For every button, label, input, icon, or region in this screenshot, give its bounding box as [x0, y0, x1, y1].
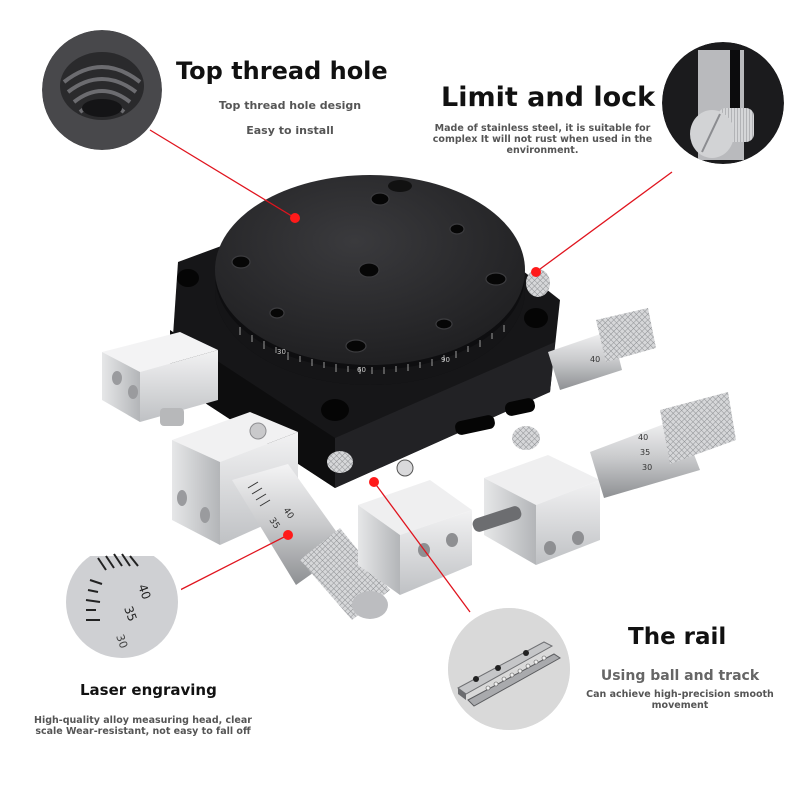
rotary-scale-label-30: 30	[277, 348, 286, 356]
callout-pointers	[149, 129, 673, 613]
right-micrometer-label-35: 35	[640, 448, 650, 457]
the-rail-title: The rail	[628, 624, 727, 650]
rotary-scale-label-60: 60	[357, 366, 366, 374]
rotary-table: 30 60 90	[215, 175, 550, 385]
limit-and-lock-title: Limit and lock	[441, 82, 656, 113]
front-center-aluminum-block	[358, 480, 472, 595]
limit-and-lock-description: Made of stainless steel, it is suitable …	[432, 123, 653, 156]
laser-engraving-title: Laser engraving	[80, 681, 217, 699]
right-micrometer-label-40: 40	[638, 433, 648, 442]
front-lock-knob	[327, 451, 353, 473]
left-aluminum-block	[102, 332, 218, 426]
the-rail-description: Can achieve high-precision smooth moveme…	[586, 689, 774, 711]
right-micrometer-label-30: 30	[642, 463, 652, 472]
right-upper-micrometer-label-40: 40	[590, 355, 600, 364]
laser-engraving-description: High-quality alloy measuring head, clear…	[34, 715, 252, 737]
top-thread-hole-line-2: Easy to install	[246, 124, 334, 137]
right-upper-micrometer: 40	[548, 308, 656, 390]
rail-inset	[448, 608, 570, 730]
inset-scale-label-30: 30	[113, 633, 130, 651]
right-lower-micrometer: 40 35 30	[590, 392, 736, 498]
thread-hole-inset	[42, 30, 162, 150]
limit-lock-inset	[662, 42, 784, 164]
callout-pins	[283, 213, 541, 540]
laser-engraving-inset: 40 35 30	[62, 540, 182, 660]
front-left-micrometer: 40 35	[232, 464, 390, 620]
top-thread-hole-title: Top thread hole	[176, 57, 388, 85]
the-rail-subtitle: Using ball and track	[600, 668, 760, 684]
right-aluminum-block	[472, 426, 600, 565]
top-thread-hole-line-1: Top thread hole design	[218, 99, 362, 112]
inset-scale-label-40: 40	[135, 582, 153, 601]
rotary-scale-label-90: 90	[441, 356, 450, 364]
inset-scale-label-35: 35	[121, 604, 139, 623]
